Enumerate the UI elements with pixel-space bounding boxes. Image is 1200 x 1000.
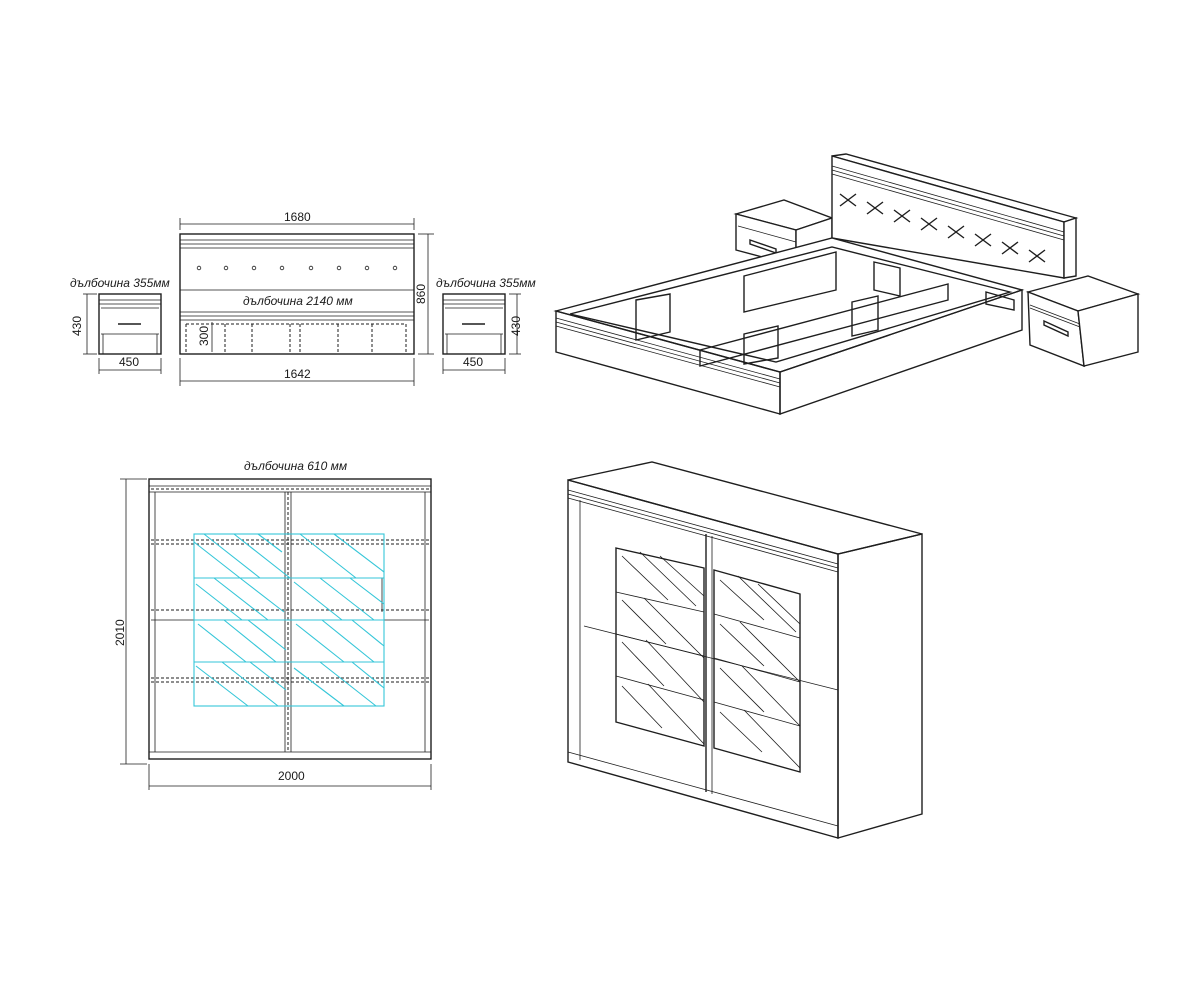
wardrobe-iso-glass-left	[615, 547, 705, 747]
nightstand-right-width-label: 450	[463, 355, 483, 369]
bed-top-width-label: 1680	[284, 210, 311, 224]
headboard-cross-stitching	[839, 193, 1046, 263]
nightstand-left-front-view: дълбочина 355мм 430 450	[70, 276, 170, 374]
nightstand-left-height-label: 430	[70, 316, 84, 336]
bed-base-slats	[185, 323, 407, 352]
bed-front-view: 1680 дълбочина 2140 мм 300 1642	[179, 210, 434, 386]
nightstand-left-depth-note: дълбочина 355мм	[70, 276, 170, 290]
wardrobe-width-label: 2000	[278, 769, 305, 783]
headboard-buttons	[196, 265, 398, 271]
wardrobe-isometric-view	[567, 461, 923, 839]
nightstand-iso-right	[1025, 275, 1141, 368]
wardrobe-height-label: 2010	[113, 619, 127, 646]
nightstand-left-width-label: 450	[119, 355, 139, 369]
nightstand-right-front-view: дълбочина 355мм 430 450	[436, 276, 536, 374]
bed-set-isometric-view	[553, 153, 1141, 415]
nightstand-right-height-label: 430	[509, 316, 523, 336]
nightstand-right-depth-note: дълбочина 355мм	[436, 276, 536, 290]
bed-height-label: 860	[414, 284, 428, 304]
headboard-iso	[831, 153, 1079, 279]
wardrobe-front-view: дълбочина 610 мм 2010	[113, 459, 432, 790]
bed-base-height-label: 300	[197, 326, 211, 346]
bed-bottom-width-label: 1642	[284, 367, 311, 381]
bed-frame-iso	[553, 237, 1025, 415]
wardrobe-depth-note: дълбочина 610 мм	[244, 459, 347, 473]
bed-depth-note: дълбочина 2140 мм	[243, 294, 353, 308]
wardrobe-iso-glass-right	[713, 569, 801, 773]
wardrobe-glass-panels	[193, 533, 385, 707]
